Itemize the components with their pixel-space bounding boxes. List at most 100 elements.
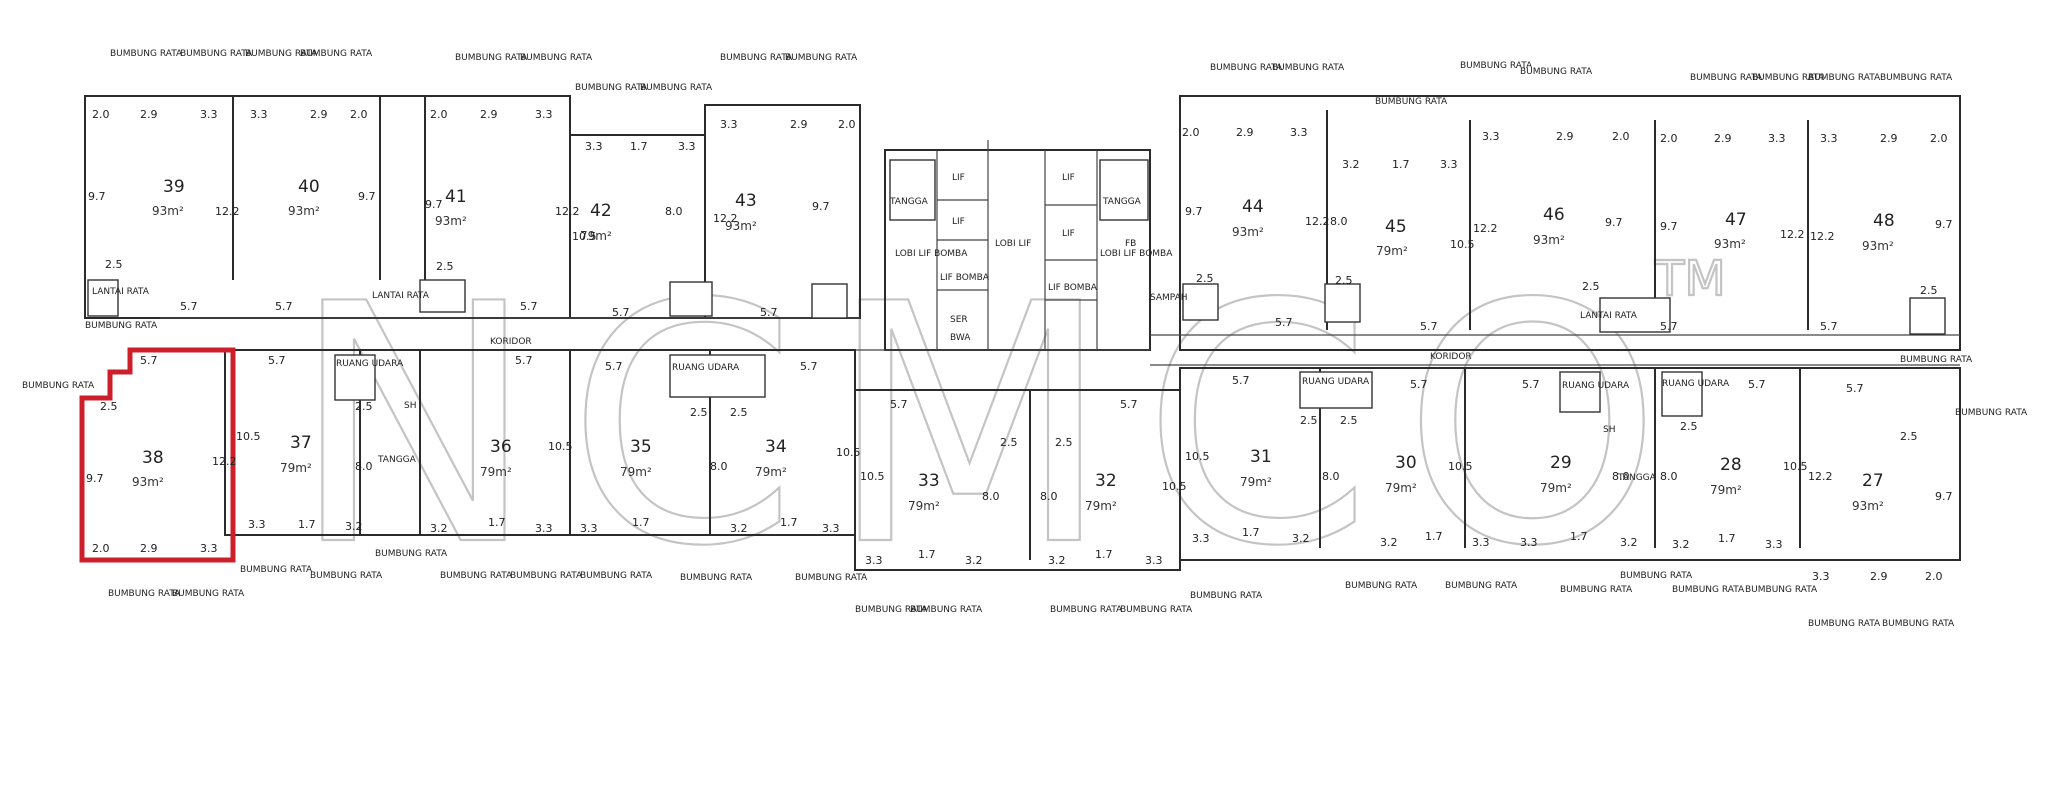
- dimension: 2.5: [1920, 284, 1938, 297]
- dimension: 5.7: [1748, 378, 1766, 391]
- dimension: 2.5: [1582, 280, 1600, 293]
- dimension: 2.9: [1714, 132, 1732, 145]
- unit-number: 48: [1873, 211, 1895, 231]
- dimension: 2.0: [838, 118, 856, 131]
- dimension: 10.5: [1185, 450, 1210, 463]
- bumbung-rata-label: BUMBUNG RATA: [172, 589, 245, 599]
- dimension: 9.7: [1935, 218, 1953, 231]
- bumbung-rata-label: BUMBUNG RATA: [1752, 73, 1825, 83]
- ser-label: SER: [950, 315, 968, 325]
- watermark: NCMCO TM: [289, 233, 1727, 619]
- unit-number: 30: [1395, 453, 1417, 473]
- bumbung-rata-label: BUMBUNG RATA: [245, 49, 318, 59]
- dimension: 2.9: [1880, 132, 1898, 145]
- dimension: 2.5: [100, 400, 118, 413]
- dimension: 5.7: [1275, 316, 1293, 329]
- lif-bomba-label: LIF BOMBA: [1048, 283, 1098, 293]
- bumbung-rata-label: BUMBUNG RATA: [1880, 73, 1953, 83]
- bumbung-rata-label: BUMBUNG RATA: [1690, 73, 1763, 83]
- dimension: 1.7: [1392, 158, 1410, 171]
- dimension: 2.5: [690, 406, 708, 419]
- ruang-udara-label: RUANG UDARA: [672, 363, 740, 373]
- unit-area: 79m²: [1376, 244, 1408, 258]
- bumbung-rata-label: BUMBUNG RATA: [85, 321, 158, 331]
- dimension: 3.3: [585, 140, 603, 153]
- dimension: 3.2: [345, 520, 363, 533]
- dimension: 3.3: [678, 140, 696, 153]
- unit-area: 79m²: [1085, 499, 1117, 513]
- dimension: 8.0: [1322, 470, 1340, 483]
- bumbung-rata-label: BUMBUNG RATA: [180, 49, 253, 59]
- dimension: 12.2: [1808, 470, 1833, 483]
- dimension: 3.3: [720, 118, 738, 131]
- lif-label: LIF: [952, 173, 965, 183]
- dimension: 5.7: [1420, 320, 1438, 333]
- dimension: 3.2: [1620, 536, 1638, 549]
- unit-area: 79m²: [908, 499, 940, 513]
- ruang-udara-label: RUANG UDARA: [1302, 377, 1370, 387]
- dimension: 9.7: [425, 198, 443, 211]
- dimension: 3.3: [1768, 132, 1786, 145]
- dimension: 3.2: [1292, 532, 1310, 545]
- watermark-text: NCMCO: [290, 234, 1692, 618]
- lantai-rata-label: LANTAI RATA: [92, 287, 150, 297]
- dimension: 5.7: [1846, 382, 1864, 395]
- lobi-lif-label: LOBI LIF: [995, 239, 1031, 249]
- dimension: 1.7: [1242, 526, 1260, 539]
- dimension: 2.5: [1680, 420, 1698, 433]
- bumbung-rata-label: BUMBUNG RATA: [1210, 63, 1283, 73]
- lif-label: LIF: [952, 217, 965, 227]
- dimension: 5.7: [520, 300, 538, 313]
- bumbung-rata-label: BUMBUNG RATA: [795, 573, 868, 583]
- tangga-label: TANGGA: [889, 197, 929, 207]
- dimension: 3.3: [1192, 532, 1210, 545]
- dimension: 3.3: [1765, 538, 1783, 551]
- bumbung-rata-label: BUMBUNG RATA: [1560, 585, 1633, 595]
- dimension: 8.0: [1330, 215, 1348, 228]
- ruang-udara-label: RUANG UDARA: [336, 359, 404, 369]
- dimension: 2.9: [310, 108, 328, 121]
- dimension: 5.7: [612, 306, 630, 319]
- dimension: 3.2: [1342, 158, 1360, 171]
- dimension: 12.2: [1473, 222, 1498, 235]
- dimension: 3.2: [1672, 538, 1690, 551]
- dimension: 2.0: [430, 108, 448, 121]
- dimension: 3.2: [1048, 554, 1066, 567]
- ruang-udara-label: RUANG UDARA: [1562, 381, 1630, 391]
- dimension: 9.7: [1935, 490, 1953, 503]
- dimension: 1.7: [1095, 548, 1113, 561]
- unit-area: 93m²: [725, 219, 757, 233]
- dimension: 12.2: [215, 205, 240, 218]
- dimension: 1.7: [918, 548, 936, 561]
- dimension: 9.7: [1605, 216, 1623, 229]
- unit-area: 93m²: [435, 214, 467, 228]
- dimension: 3.3: [1520, 536, 1538, 549]
- dimension: 3.3: [248, 518, 266, 531]
- dimension: 8.0: [355, 460, 373, 473]
- bumbung-rata-label: BUMBUNG RATA: [375, 549, 448, 559]
- lobi-lif-bomba-label: LOBI LIF BOMBA: [1100, 249, 1173, 259]
- dimension: 2.0: [1182, 126, 1200, 139]
- bumbung-rata-label: BUMBUNG RATA: [300, 49, 373, 59]
- dimension: 3.3: [1440, 158, 1458, 171]
- dimension: 10.5: [1783, 460, 1808, 473]
- dimension: 1.7: [630, 140, 648, 153]
- dimension: 2.0: [92, 108, 110, 121]
- dimension: 8.0: [1040, 490, 1058, 503]
- dimension: 3.3: [200, 542, 218, 555]
- dimension: 2.9: [140, 542, 158, 555]
- bumbung-rata-label: BUMBUNG RATA: [1620, 571, 1693, 581]
- dimension: 3.2: [730, 522, 748, 535]
- room-labels: KORIDOR KORIDOR LANTAI RATA LANTAI RATA …: [92, 173, 1730, 483]
- unit-area: 93m²: [152, 204, 184, 218]
- unit-number: 28: [1720, 455, 1742, 475]
- building-walls: [84, 95, 1961, 571]
- dimension: 3.3: [865, 554, 883, 567]
- dimension: 5.7: [760, 306, 778, 319]
- dimension: 3.2: [1380, 536, 1398, 549]
- dimension: 8.0: [710, 460, 728, 473]
- dimension: 5.7: [1522, 378, 1540, 391]
- bumbung-rata-labels: BUMBUNG RATA BUMBUNG RATA BUMBUNG RATA B…: [22, 49, 2028, 629]
- bumbung-rata-label: BUMBUNG RATA: [855, 605, 928, 615]
- bumbung-rata-label: BUMBUNG RATA: [440, 571, 513, 581]
